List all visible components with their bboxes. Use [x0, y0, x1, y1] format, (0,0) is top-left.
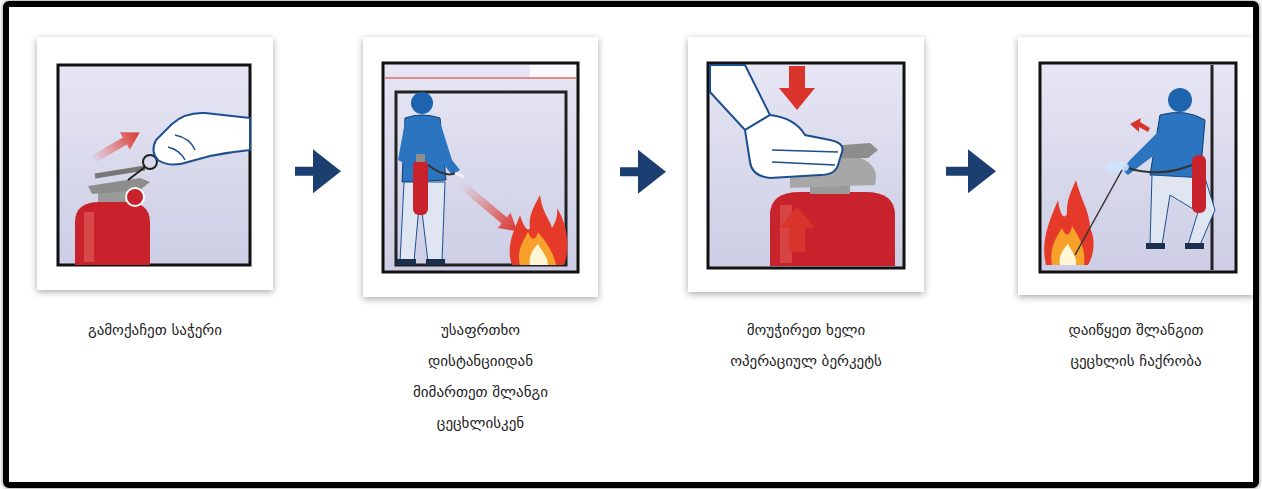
step-card: უსაფრთხო დისტანციიდან მიმართეთ შლანგი ცე… — [363, 37, 598, 297]
step-arrow — [295, 167, 313, 176]
step-card: გამოქაჩეთ საჭერი — [37, 37, 273, 290]
step-arrow — [620, 167, 638, 176]
step-card: მოუჭირეთ ხელი ოპერაციულ ბერკეტს — [688, 37, 924, 292]
step-caption: გამოქაჩეთ საჭერი — [50, 315, 260, 346]
step-caption: მოუჭირეთ ხელი ოპერაციულ ბერკეტს — [711, 315, 901, 377]
step-caption: დაიწყეთ შლანგით ცეცხლის ჩაქრობა — [1041, 315, 1231, 377]
step-card: დაიწყეთ შლანგით ცეცხლის ჩაქრობა — [1018, 37, 1254, 295]
step-arrow — [946, 167, 968, 176]
step-caption: უსაფრთხო დისტანციიდან მიმართეთ შლანგი ცე… — [398, 315, 563, 439]
